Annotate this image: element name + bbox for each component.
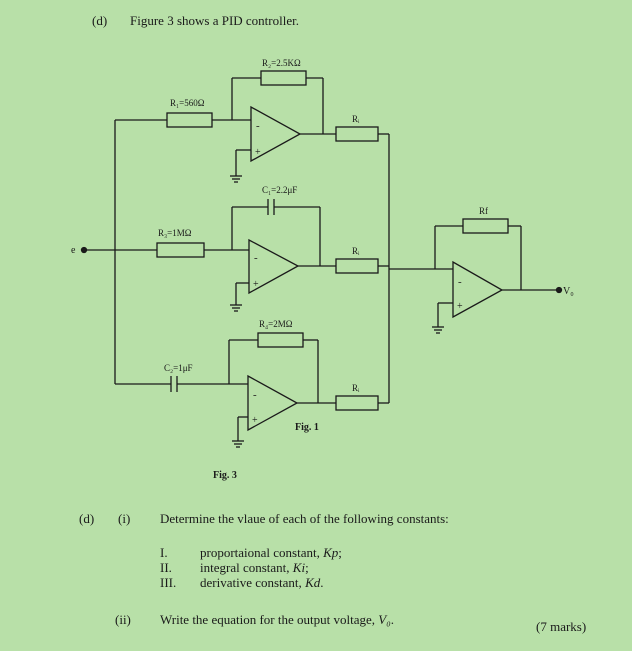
resistor-rc-top	[335, 126, 379, 142]
item-text-3: derivative constant, Kd.	[200, 575, 324, 590]
opamp-summing	[452, 260, 504, 319]
ground-symbol	[230, 304, 242, 312]
label-r4: R₄=2MΩ	[259, 319, 293, 329]
resistor-r1	[166, 112, 213, 128]
output-terminal	[555, 286, 563, 294]
label-fig1: Fig. 1	[295, 422, 319, 433]
opamp-middle	[248, 238, 300, 295]
resistor-rc-mid	[335, 258, 379, 274]
question-ii-label: (ii)	[115, 612, 131, 627]
item-text-2: integral constant, Ki;	[200, 560, 309, 575]
question-i-text: Determine the vlaue of each of the follo…	[160, 511, 449, 526]
label-rc-top: Rᵢ	[352, 114, 360, 124]
resistor-rf	[462, 218, 509, 234]
opamp-top	[250, 105, 302, 163]
label-input: e	[71, 245, 76, 256]
label-c2: C₂=1μF	[164, 363, 193, 373]
question-part-label: (d)	[92, 13, 108, 28]
label-fig3: Fig. 3	[213, 470, 237, 481]
resistor-r2	[260, 70, 307, 86]
opamp-top-minus: -	[256, 120, 260, 132]
ki-symbol: Ki	[292, 560, 306, 575]
opamp-summing-minus: -	[458, 276, 462, 288]
resistor-r4	[257, 332, 304, 348]
item-num-3: III.	[160, 575, 177, 590]
kp-symbol: Kp	[323, 545, 339, 560]
label-c1: C₁=2.2μF	[262, 185, 297, 195]
ground-symbol	[232, 440, 244, 448]
label-r1: R₁=560Ω	[170, 98, 205, 108]
kd-symbol: Kd	[305, 575, 321, 590]
opamp-middle-plus: +	[253, 279, 259, 290]
item-num-1: I.	[160, 545, 168, 560]
resistor-r3	[156, 242, 205, 258]
label-r3: R₃=1MΩ	[158, 228, 192, 238]
pid-circuit-diagram: R₂=2.5KΩ R₁=560Ω Rᵢ - + C₁=2.2μF R₃=1MΩ …	[71, 58, 574, 481]
label-output: V₀	[563, 286, 574, 297]
question-ii-text: Write the equation for the output voltag…	[160, 612, 394, 627]
opamp-bottom	[247, 374, 299, 432]
opamp-summing-plus: +	[457, 301, 463, 312]
resistor-rc-bot	[335, 395, 379, 411]
label-rc-bot: Rᵢ	[352, 383, 360, 393]
opamp-bottom-plus: +	[252, 415, 258, 426]
ground-symbol	[230, 175, 242, 183]
label-rc-mid: Rᵢ	[352, 246, 360, 256]
marks-label: (7 marks)	[536, 619, 587, 634]
item-num-2: II.	[160, 560, 172, 575]
vo-symbol: V₀	[378, 612, 391, 627]
opamp-middle-minus: -	[254, 252, 258, 264]
input-terminal	[80, 246, 88, 254]
ground-symbol	[432, 326, 444, 334]
opamp-bottom-minus: -	[253, 389, 257, 401]
item-text-1: proportaional constant, Kp;	[200, 545, 342, 560]
label-rf: Rf	[479, 206, 488, 216]
question-d-label: (d)	[79, 511, 95, 526]
label-r2: R₂=2.5KΩ	[262, 58, 301, 68]
question-i-label: (i)	[118, 511, 131, 526]
opamp-top-plus: +	[255, 147, 261, 158]
figure-intro-text: Figure 3 shows a PID controller.	[130, 13, 299, 28]
